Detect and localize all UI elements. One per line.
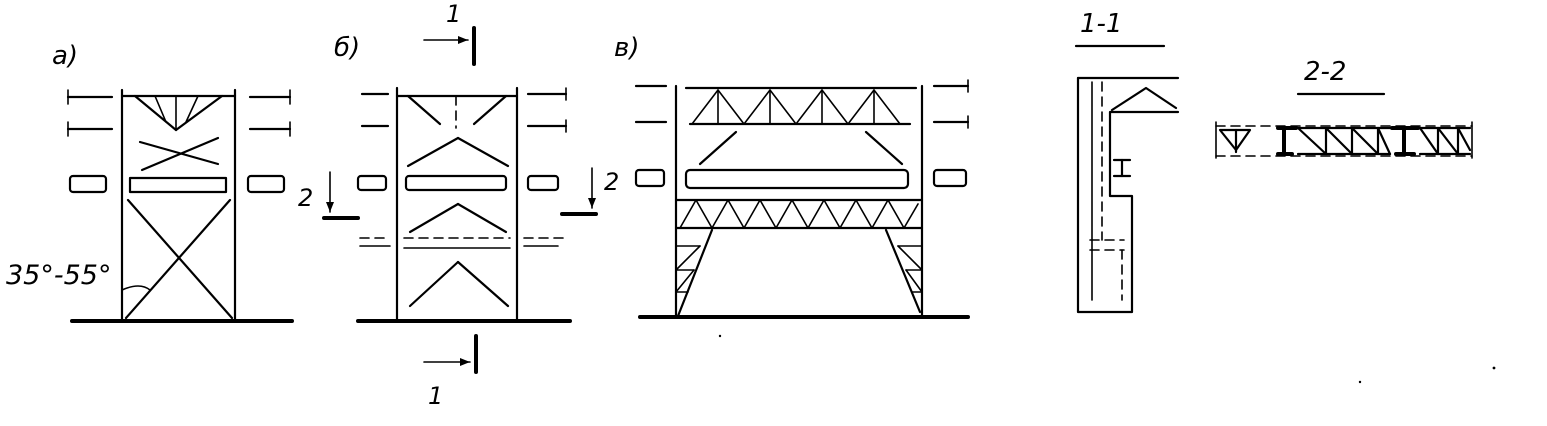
panel-a-crane-beam-stub-right: [246, 174, 286, 194]
panel-v-crane-beam-stub-left: [634, 168, 666, 188]
scan-specks: [718, 334, 1496, 384]
panel-a-angle-label: 35°-55°: [6, 260, 111, 291]
section-2-marker-right: 2: [560, 167, 619, 216]
section-2-2: 2-2: [1215, 57, 1473, 159]
section-2-2-brake-truss-plan: [1215, 121, 1473, 159]
panel-a-lower-x-bracing: [124, 198, 234, 320]
panel-v-purlin-stubs: [634, 79, 970, 129]
section-1-marker-bottom: 1: [423, 334, 478, 410]
section-1-1-crane-rail-icon: [1112, 158, 1132, 178]
panel-v-roof-truss: [684, 86, 918, 126]
section-2-marker-left: 2: [298, 171, 360, 220]
panel-v-crane-beam: [684, 168, 910, 190]
section-1-1-truss: [1110, 86, 1178, 112]
section-2-2-title: 2-2: [1304, 57, 1346, 87]
panel-b-label: б): [334, 33, 360, 63]
panel-a-roof-truss: [120, 94, 237, 132]
panel-v: в): [614, 33, 970, 319]
section-1-marker-top: 1: [423, 0, 476, 66]
section-1-1-base-detail: [1089, 239, 1125, 301]
panel-a-purlin-stubs: [66, 89, 292, 137]
panel-b-lower-bracing: [408, 260, 510, 308]
panel-b-crane-beam: [404, 174, 508, 192]
panel-a-crane-beam-stub-left: [68, 174, 108, 194]
section-2-2-column-right-icon: [1390, 126, 1420, 156]
panel-v-label: в): [614, 33, 639, 63]
panel-a: а): [6, 41, 294, 323]
panel-v-brake-truss: [674, 198, 924, 230]
panel-b-upper-bracing: [406, 136, 510, 168]
section-2-label-right: 2: [604, 168, 619, 196]
panel-b-roof-truss: [395, 94, 519, 129]
section-1-1: 1-1: [1074, 9, 1180, 314]
section-2-2-column-left-icon: [1276, 126, 1298, 156]
panel-a-upper-bracing: [138, 136, 220, 172]
panel-a-angle-arc: [121, 285, 151, 291]
panel-b: б) 1 1: [298, 0, 619, 410]
section-2-label-left: 2: [298, 184, 313, 212]
panel-b-crane-beam-stub-left: [356, 174, 388, 192]
panel-b-purlin-stubs: [360, 87, 568, 133]
panel-v-upper-bracing: [698, 130, 904, 166]
panel-a-crane-beam: [128, 176, 228, 194]
panel-v-crane-beam-stub-right: [932, 168, 968, 188]
section-1-1-title: 1-1: [1080, 9, 1122, 39]
panel-a-label: а): [52, 41, 78, 71]
panel-v-portal-bracing: [675, 228, 923, 318]
panel-b-crane-beam-stub-right: [526, 174, 560, 192]
section-1-label-top: 1: [446, 0, 461, 28]
panel-b-middle-bracing: [359, 202, 567, 249]
section-1-1-column-outline: [1076, 76, 1180, 314]
section-1-label-bottom: 1: [428, 382, 443, 410]
